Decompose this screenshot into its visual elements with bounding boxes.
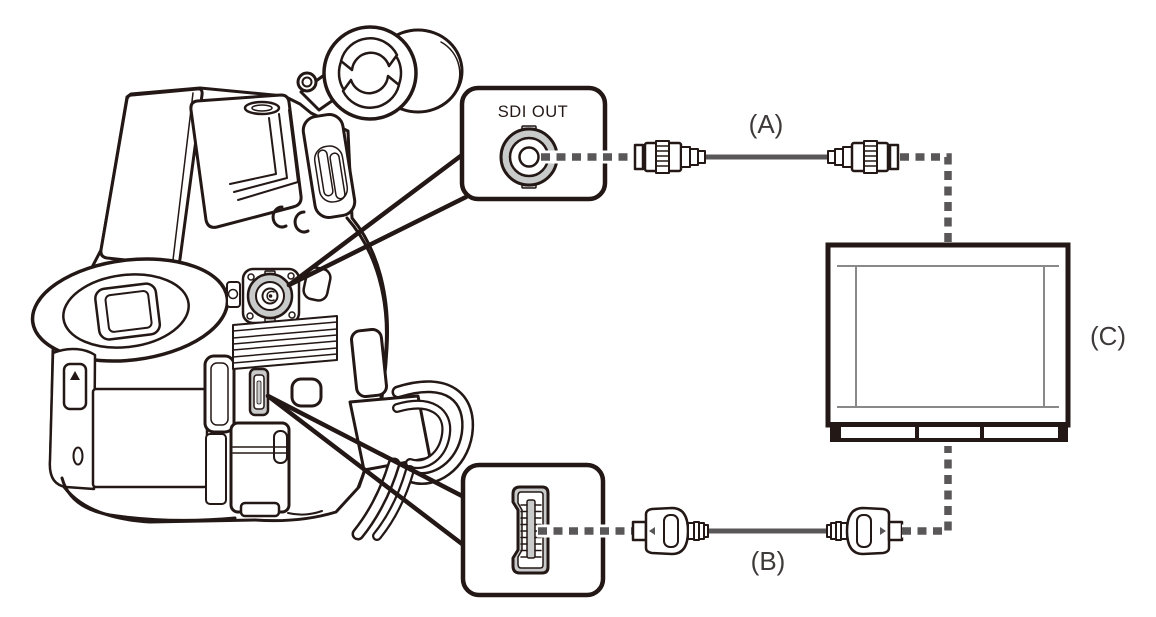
sdi-callout-leader-top [286,149,469,288]
sdi-out-callout: SDI OUT [459,85,608,202]
battery-pack [229,421,291,518]
heatsink-fins [232,315,338,370]
rear-button [290,377,323,408]
cable-clip-icon [293,210,310,234]
bnc-plug-icon-right [827,140,900,174]
hdmi-plug-icon-right [826,506,904,556]
hdmi-callout [460,462,606,598]
hdmi-jack-icon [511,485,550,575]
hdmi-callout-leader-top [265,393,469,501]
external-monitor-icon [825,242,1071,442]
camera-hdmi-jack [248,367,270,417]
cable-clip-icon [271,205,288,229]
rear-panel [91,387,209,489]
monitor-body [825,242,1071,428]
bnc-plug-icon-left [633,140,706,174]
sdi-to-monitor-dashed [900,150,955,242]
camera-sdi-jack [226,267,301,325]
lcd-latch [203,354,236,434]
arm-screw-icon [296,71,318,93]
handle-block [189,93,303,229]
zoom-rocker [62,362,88,411]
mic-clamp-top [339,37,399,72]
sdi-out-label: SDI OUT [498,103,568,121]
cable-b-label: (B) [751,546,786,576]
hdmi-to-monitor-dashed [902,446,955,538]
bnc-jack-icon [499,125,559,189]
hdmi-callout-leader-bottom [265,393,469,550]
hand-strap [348,328,475,541]
cable-a-sdi [633,140,955,242]
camcorder-illustration [30,25,475,541]
hdmi-plug-icon-left [631,506,709,556]
monitor-label: (C) [1090,321,1126,351]
cable-b-hdmi [631,446,955,556]
sdi-callout-leader-bottom [286,194,469,288]
cable-a-label: (A) [749,109,784,139]
accessory-shoe [243,100,281,116]
mic-clamp-bottom [341,74,401,109]
